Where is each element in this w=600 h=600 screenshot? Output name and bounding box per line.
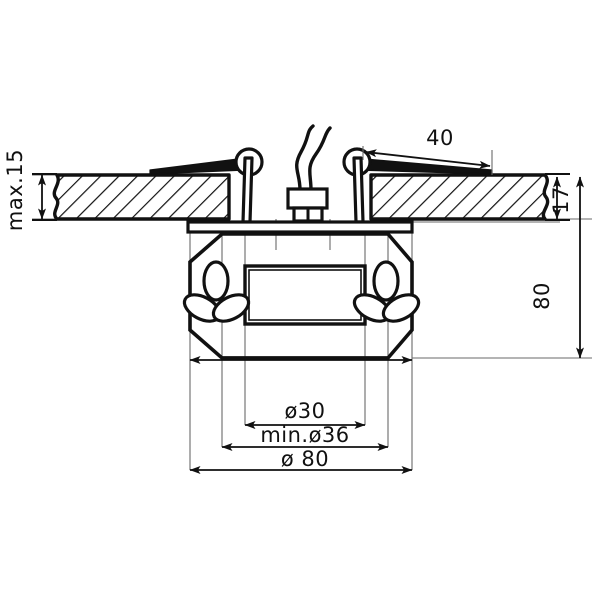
label-min36: min.ø36 — [260, 423, 349, 447]
lamp-window — [243, 264, 367, 326]
terminal-block — [286, 187, 329, 223]
label-dia80: ø 80 — [281, 447, 329, 471]
ceiling-panel-left — [32, 173, 231, 221]
supply-wires — [295, 124, 332, 192]
label-max15: max.15 — [3, 149, 27, 231]
label-17: 17 — [549, 186, 573, 214]
label-80-vertical: 80 — [530, 282, 554, 310]
ceiling-panel-right — [369, 173, 570, 221]
label-dia30: ø30 — [284, 399, 325, 423]
label-40: 40 — [426, 126, 454, 150]
bezel-trefoil-right — [352, 260, 421, 323]
dimension-40 — [362, 146, 493, 175]
bezel-trefoil-left — [182, 260, 251, 323]
spring-clip-left — [149, 147, 264, 224]
